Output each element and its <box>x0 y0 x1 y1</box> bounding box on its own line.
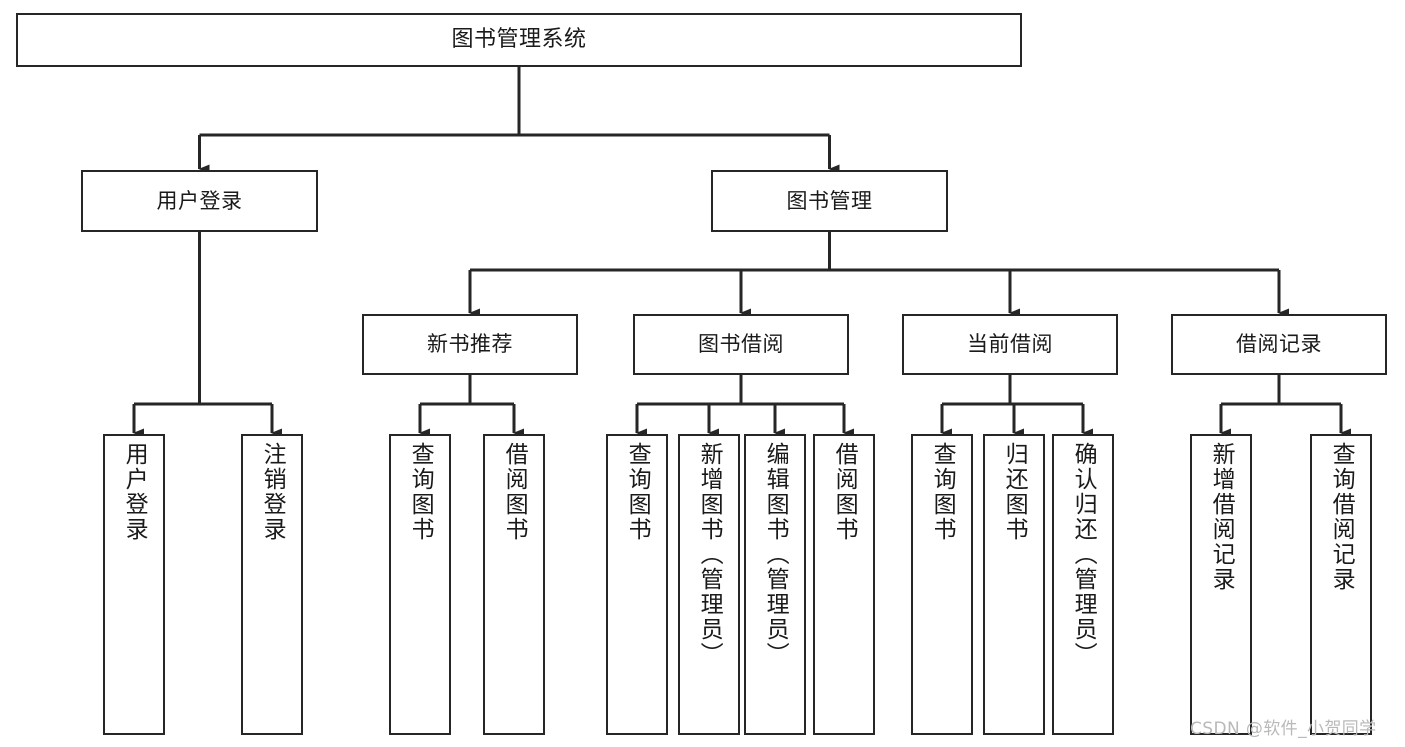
node-leaf-query-borrow-record[interactable]: 查询借阅记录 <box>1310 434 1372 735</box>
node-label: 查询图书 <box>929 442 956 542</box>
node-label: 新增图书（管理员） <box>696 442 723 667</box>
node-leaf-edit-book[interactable]: 编辑图书（管理员） <box>744 434 806 735</box>
node-leaf-confirm-return[interactable]: 确认归还（管理员） <box>1052 434 1114 735</box>
node-label: 编辑图书（管理员） <box>762 442 789 667</box>
node-leaf-add-borrow-record[interactable]: 新增借阅记录 <box>1190 434 1252 735</box>
node-label: 当前借阅 <box>967 332 1053 357</box>
node-label: 查询图书 <box>624 442 651 542</box>
node-root[interactable]: 图书管理系统 <box>16 13 1022 67</box>
node-label: 归还图书 <box>1001 442 1028 542</box>
node-label: 新书推荐 <box>427 332 513 357</box>
node-label: 用户登录 <box>121 442 148 542</box>
node-new-book-rec[interactable]: 新书推荐 <box>362 314 578 375</box>
node-book-borrow[interactable]: 图书借阅 <box>633 314 849 375</box>
node-label: 用户登录 <box>156 188 243 213</box>
node-label: 图书管理系统 <box>451 27 587 53</box>
node-book-manage[interactable]: 图书管理 <box>711 170 948 232</box>
node-borrow-record[interactable]: 借阅记录 <box>1171 314 1387 375</box>
node-leaf-user-login[interactable]: 用户登录 <box>103 434 165 735</box>
node-label: 查询图书 <box>407 442 434 542</box>
node-leaf-borrow-book-rec[interactable]: 借阅图书 <box>483 434 545 735</box>
node-label: 查询借阅记录 <box>1328 442 1355 592</box>
node-label: 注销登录 <box>259 442 286 542</box>
node-leaf-query-book-rec[interactable]: 查询图书 <box>389 434 451 735</box>
node-leaf-query-book-borrow[interactable]: 查询图书 <box>606 434 668 735</box>
node-label: 借阅记录 <box>1236 332 1322 357</box>
node-label: 新增借阅记录 <box>1208 442 1235 592</box>
node-leaf-user-logout[interactable]: 注销登录 <box>241 434 303 735</box>
node-label: 借阅图书 <box>831 442 858 542</box>
node-leaf-return-book[interactable]: 归还图书 <box>983 434 1045 735</box>
node-user-login[interactable]: 用户登录 <box>81 170 318 232</box>
node-label: 图书借阅 <box>698 332 784 357</box>
node-current-borrow[interactable]: 当前借阅 <box>902 314 1118 375</box>
node-label: 图书管理 <box>786 188 873 213</box>
node-label: 确认归还（管理员） <box>1070 442 1097 667</box>
node-leaf-borrow-book[interactable]: 借阅图书 <box>813 434 875 735</box>
node-leaf-add-book[interactable]: 新增图书（管理员） <box>678 434 740 735</box>
node-leaf-query-book-current[interactable]: 查询图书 <box>911 434 973 735</box>
node-label: 借阅图书 <box>501 442 528 542</box>
